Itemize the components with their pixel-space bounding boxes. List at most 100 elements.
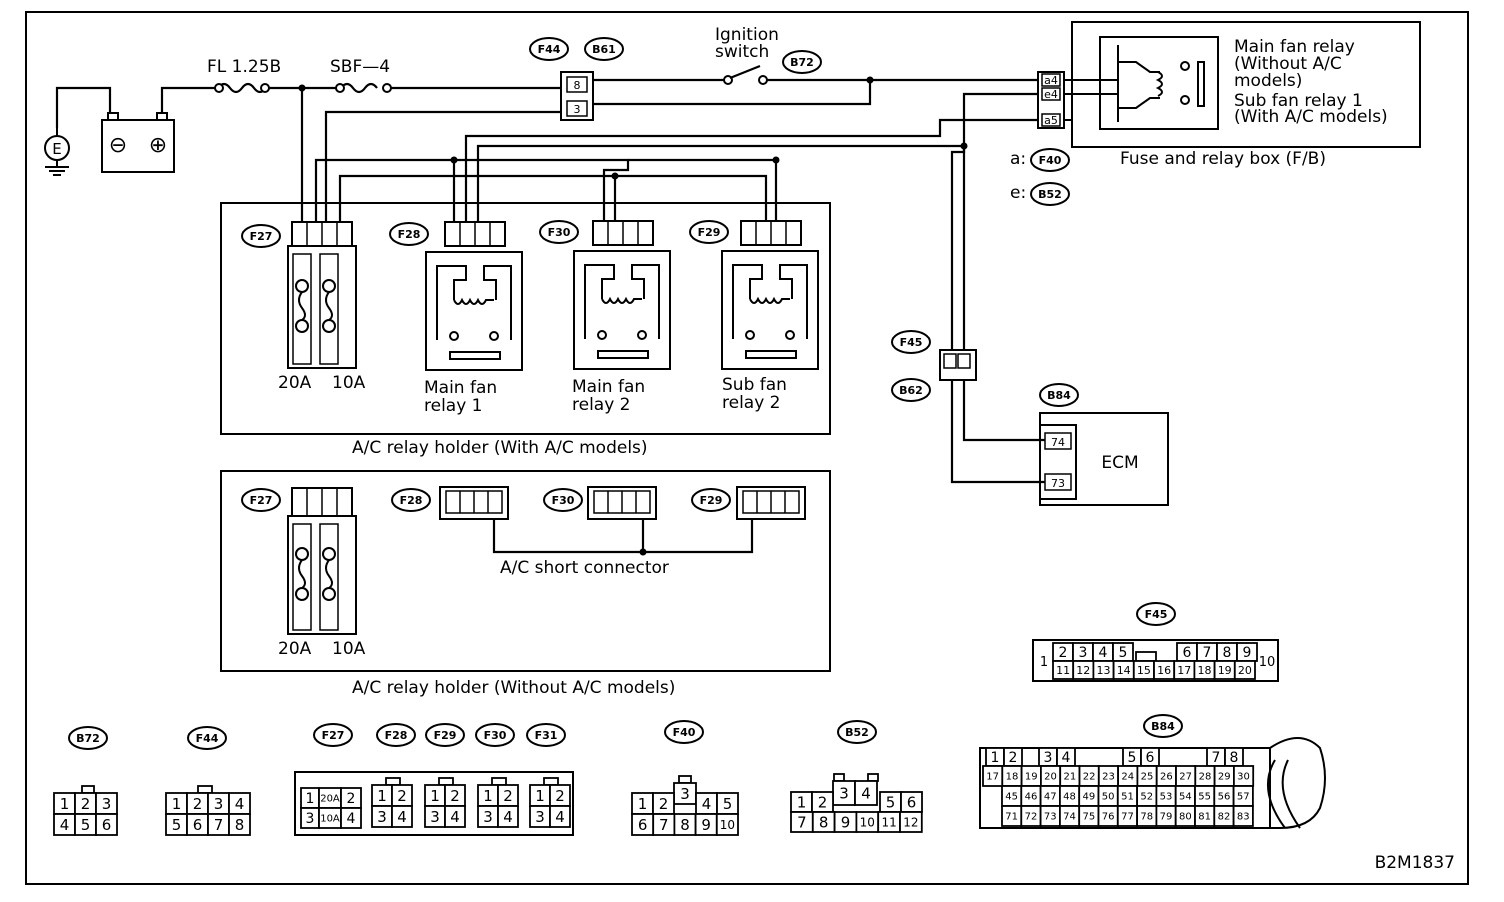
fuse-10a-label-2: 10A	[332, 639, 366, 659]
svg-text:F31: F31	[535, 729, 558, 742]
b84-pin: 1	[991, 750, 1000, 766]
f40-pin: 1	[638, 795, 648, 813]
fuse-20a-label-2: 20A	[278, 639, 312, 659]
f45-pin: 4	[1099, 645, 1108, 661]
relay-socket-1-pin: 4	[450, 808, 460, 826]
fuse-10a-label: 10A	[332, 373, 366, 393]
b84-pin: 76	[1102, 812, 1115, 823]
svg-text:F30: F30	[484, 729, 507, 742]
short-connector-wire	[492, 519, 754, 554]
f45-pin: 14	[1117, 664, 1131, 677]
conn-e-label: e:	[1010, 183, 1026, 203]
svg-text:F27: F27	[250, 230, 273, 243]
svg-text:1: 1	[1040, 655, 1048, 670]
b52-pin: 7	[797, 813, 807, 831]
fusible-link-sbf	[340, 82, 378, 94]
fuse-block-f27-with-ac	[287, 221, 357, 369]
sub-fan-relay-2-label-2: relay 2	[722, 393, 781, 413]
tag-f28-2: F28	[391, 488, 431, 512]
b84-pin: 21	[1063, 772, 1076, 783]
b84-pin: 28	[1199, 772, 1212, 783]
sbf-label: SBF—4	[330, 57, 390, 77]
f44-pin: 5	[172, 816, 182, 834]
svg-text:F29: F29	[700, 494, 723, 507]
tag-f30-2: F30	[543, 488, 583, 512]
b84-pin: 72	[1025, 812, 1038, 823]
relay-socket-3-pin: 3	[535, 808, 545, 826]
b52-pin: 11	[881, 815, 896, 829]
f44-pin: 6	[193, 816, 203, 834]
f40-pin: 10	[720, 818, 735, 832]
b84-pin: 46	[1025, 792, 1038, 803]
svg-text:E: E	[52, 140, 61, 158]
fuse-relay-box-label: Fuse and relay box (F/B)	[1120, 149, 1326, 169]
tag-f44: F44	[529, 37, 569, 61]
battery: ⊖ ⊕	[101, 112, 175, 173]
socket-f28-without-ac	[439, 486, 509, 520]
relay-holder-with-ac	[220, 202, 831, 435]
conn-a-label: a:	[1010, 149, 1026, 169]
figure-id: B2M1837	[1375, 853, 1455, 873]
relay-socket-1-pin: 1	[430, 787, 440, 805]
svg-text:B84: B84	[1047, 389, 1071, 402]
f27-pin: 10A	[320, 814, 340, 825]
f40-pin: 7	[659, 816, 669, 834]
b52-pin: 1	[797, 793, 807, 811]
svg-text:74: 74	[1051, 436, 1065, 449]
tag-b84-face: B84	[1143, 714, 1183, 738]
svg-text:⊕: ⊕	[149, 133, 167, 158]
main-fan-relay-1-label-2: relay 1	[424, 396, 483, 416]
main-fan-relay-2	[573, 220, 671, 370]
tag-f29-2: F29	[691, 488, 731, 512]
b84-pin: 24	[1121, 772, 1134, 783]
main-fan-relay-1	[425, 221, 523, 371]
ignition-label-1: Ignition	[715, 25, 779, 45]
relay-socket-2-pin: 3	[483, 808, 493, 826]
b84-pin: 23	[1102, 772, 1115, 783]
f45-pin: 2	[1059, 645, 1068, 661]
relay-holder-with-ac-label: A/C relay holder (With A/C models)	[352, 438, 648, 458]
b52-pin: 6	[907, 793, 917, 811]
svg-text:F44: F44	[538, 43, 561, 56]
relay-socket-0-pin: 3	[377, 808, 387, 826]
ecm: 74 73 ECM	[1039, 412, 1169, 506]
f45-cell	[1233, 660, 1256, 680]
svg-text:B72: B72	[76, 732, 100, 745]
tag-f40-face: F40	[664, 720, 704, 744]
svg-text:B52: B52	[845, 726, 869, 739]
b52-cell	[854, 780, 878, 806]
tag-b62: B62	[891, 378, 931, 402]
b84-pin: 56	[1218, 792, 1231, 803]
sub-fan-relay-label-1: Sub fan relay 1	[1234, 91, 1363, 111]
tag-b72: B72	[782, 50, 822, 74]
b84-pin: 18	[1006, 772, 1019, 783]
b84-pin: 29	[1218, 772, 1231, 783]
b84-pin: 50	[1102, 792, 1115, 803]
b84-pin: 6	[1146, 750, 1155, 766]
b84-pin: 48	[1063, 792, 1076, 803]
b84-pin: 54	[1179, 792, 1192, 803]
f44-pin: 3	[214, 795, 224, 813]
b84-pin: 30	[1237, 772, 1250, 783]
svg-text:B62: B62	[899, 384, 923, 397]
f45-pin: 15	[1137, 664, 1151, 677]
f45-pin: 9	[1243, 645, 1252, 661]
b52-pin: 3	[839, 784, 849, 802]
svg-text:B52: B52	[1038, 188, 1062, 201]
socket-f29-without-ac	[736, 486, 806, 520]
svg-text:F28: F28	[400, 494, 423, 507]
b84-pin: 27	[1179, 772, 1192, 783]
svg-text:F29: F29	[434, 729, 457, 742]
tag-f44-face: F44	[187, 726, 227, 750]
b84-pin: 82	[1218, 812, 1231, 823]
connector-f44-b61: 8 3	[560, 71, 594, 121]
b84-pin: 78	[1140, 812, 1153, 823]
f40-pin: 6	[638, 816, 648, 834]
svg-text:8: 8	[574, 79, 581, 92]
svg-text:a5: a5	[1044, 114, 1058, 127]
f27-pin: 4	[347, 811, 356, 827]
